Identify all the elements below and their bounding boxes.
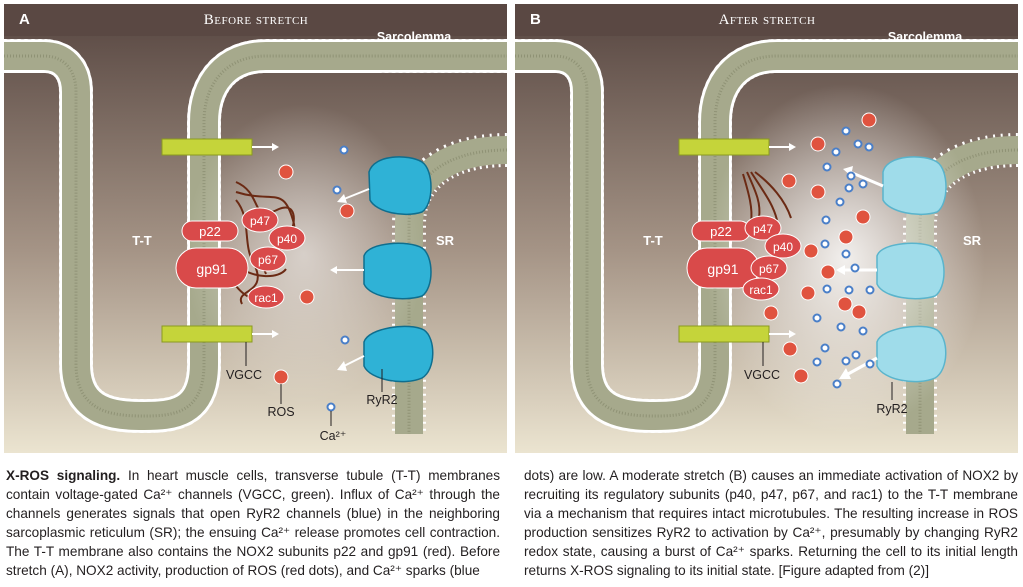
svg-text:p67: p67	[258, 253, 278, 267]
svg-text:p67: p67	[759, 262, 779, 276]
caption-left-text: In heart muscle cells, transverse tubule…	[6, 468, 500, 578]
vgcc-label: VGCC	[226, 368, 262, 382]
sarcolemma-label: Sarcolemma	[377, 30, 452, 44]
ryr2-middle-channel	[330, 242, 432, 300]
svg-text:p40: p40	[277, 232, 297, 246]
svg-text:gp91: gp91	[707, 261, 738, 277]
gp91-subunit: gp91	[175, 247, 249, 289]
ca-dots	[812, 126, 875, 389]
vgcc-bottom-channel	[678, 325, 796, 343]
panel-letter-b: B	[530, 11, 541, 28]
svg-text:p47: p47	[753, 222, 773, 236]
svg-text:p40: p40	[773, 240, 793, 254]
vgcc-label: VGCC	[744, 368, 780, 382]
p47-subunit: p47	[241, 207, 279, 233]
caption-right-text: dots) are low. A moderate stretch (B) ca…	[524, 468, 1018, 578]
panel-after-stretch: p22 gp91 p47 p40 p67 rac1	[515, 4, 1018, 453]
rac1-subunit: rac1	[742, 277, 780, 301]
panel-title-a: Before stretch	[204, 12, 309, 28]
tt-label: T-T	[132, 233, 152, 248]
ryr2-bottom-channel	[839, 325, 947, 383]
svg-text:p22: p22	[199, 224, 221, 239]
panel-before-stretch: p22 gp91 p47 p40 p67 rac1	[4, 4, 507, 453]
gp91-subunit: gp91	[686, 247, 760, 289]
sr-label: SR	[436, 233, 455, 248]
caption-left-column: X-ROS signaling. In heart muscle cells, …	[6, 466, 500, 580]
p47-subunit: p47	[744, 215, 782, 241]
p22-subunit: p22	[181, 220, 239, 242]
svg-text:rac1: rac1	[749, 283, 773, 297]
p22-subunit: p22	[691, 220, 751, 242]
p40-subunit: p40	[268, 225, 306, 251]
ros-dots	[273, 164, 355, 385]
caption-right-column: dots) are low. A moderate stretch (B) ca…	[524, 466, 1018, 580]
svg-text:p47: p47	[250, 214, 270, 228]
sr-label: SR	[963, 233, 982, 248]
panel-title-b: After stretch	[719, 12, 816, 28]
ros-label: ROS	[267, 405, 294, 419]
svg-text:rac1: rac1	[254, 291, 278, 305]
p40-subunit: p40	[764, 233, 802, 259]
ryr2-middle-channel	[836, 242, 945, 300]
microtubules	[742, 171, 792, 223]
svg-text:p22: p22	[710, 224, 732, 239]
svg-text:gp91: gp91	[196, 261, 227, 277]
ca-label: Ca²⁺	[320, 429, 347, 443]
ryr2-label: RyR2	[876, 402, 907, 416]
p67-subunit: p67	[750, 255, 788, 281]
caption-title: X-ROS signaling.	[6, 468, 121, 483]
vgcc-bottom-channel	[161, 325, 279, 343]
ryr2-top-channel	[337, 156, 432, 216]
vgcc-top-channel	[678, 138, 796, 156]
sarcolemma-label: Sarcolemma	[888, 30, 963, 44]
ca-dots	[326, 145, 350, 412]
vgcc-top-channel	[161, 138, 279, 156]
ryr2-bottom-channel	[337, 325, 434, 383]
panel-letter-a: A	[19, 11, 30, 28]
ryr2-top-channel	[843, 156, 947, 216]
ros-dots	[763, 112, 877, 384]
p67-subunit: p67	[249, 246, 287, 272]
ryr2-label: RyR2	[366, 393, 397, 407]
tt-label: T-T	[643, 233, 663, 248]
rac1-subunit: rac1	[247, 285, 285, 309]
